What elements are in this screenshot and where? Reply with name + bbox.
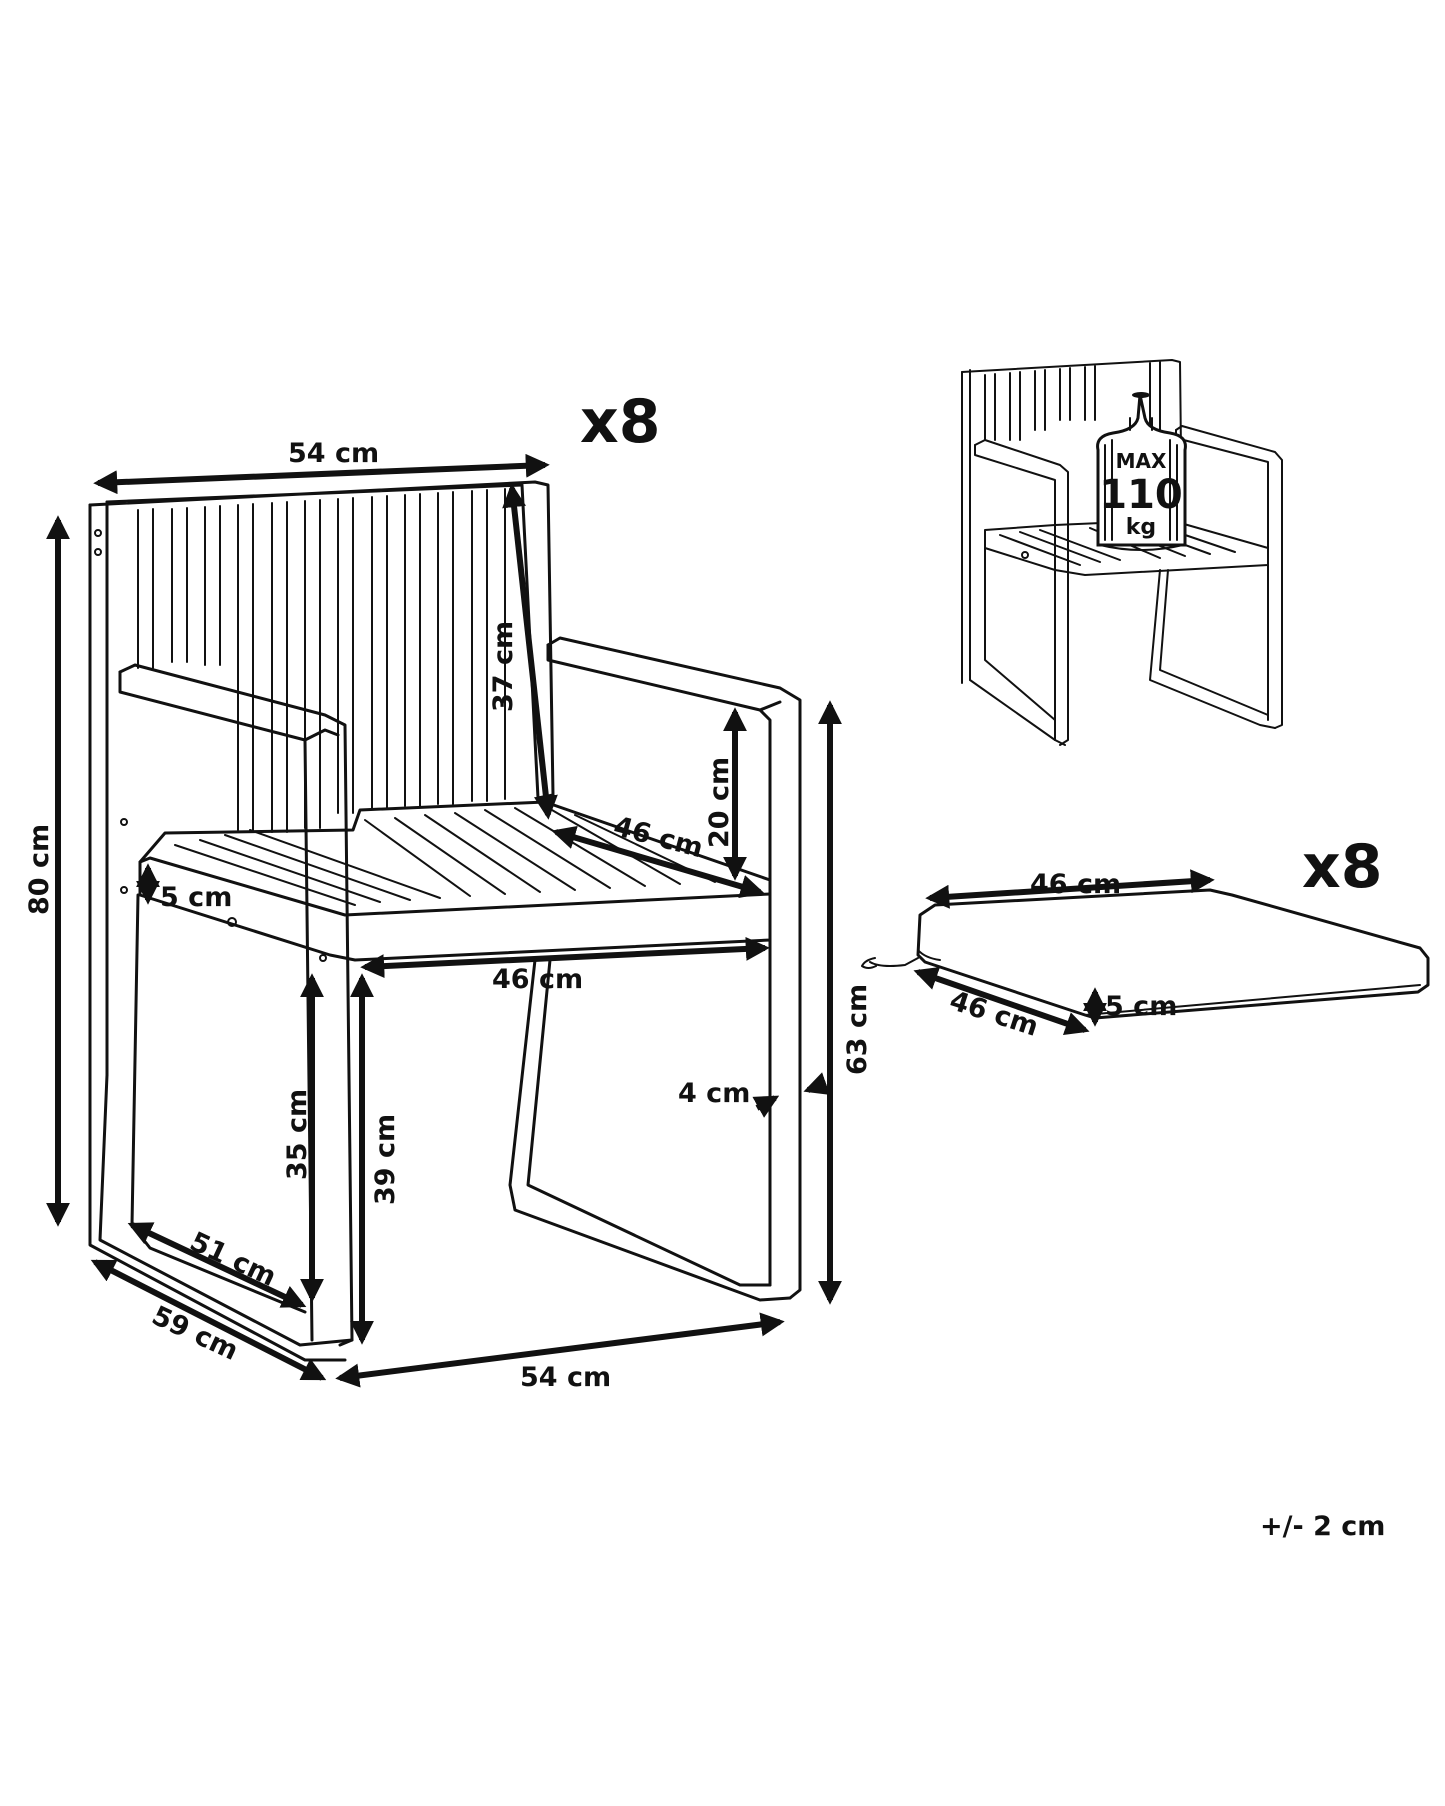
- label-seat-thickness: 5 cm: [160, 882, 232, 913]
- cushion-quantity: x8: [1302, 832, 1382, 902]
- label-armrest-height: 20 cm: [704, 757, 735, 848]
- label-leg-clearance: 35 cm: [282, 1089, 313, 1180]
- label-back-width: 54 cm: [288, 438, 379, 469]
- cushion-dimension-lines: [913, 869, 1215, 1036]
- weight-hatching: [1104, 417, 1178, 541]
- label-seat-width: 46 cm: [492, 964, 583, 995]
- weight-unit: kg: [1126, 515, 1156, 540]
- cushion-width-label: 46 cm: [1030, 869, 1121, 900]
- weight-icon: MAX 110 kg: [1096, 392, 1187, 551]
- cushion-depth-label: 46 cm: [946, 985, 1042, 1043]
- label-arm-thickness: 4 cm: [678, 1078, 750, 1109]
- label-base-width: 54 cm: [520, 1362, 611, 1393]
- dimension-lines: [46, 453, 842, 1388]
- backrest: [88, 480, 555, 1082]
- chair-quantity: x8: [580, 387, 660, 457]
- weight-value: 110: [1099, 472, 1183, 518]
- small-chair-drawing: [961, 359, 1283, 746]
- backrest-slats: [137, 488, 506, 833]
- right-armrest: [546, 636, 802, 1300]
- label-seat-depth: 46 cm: [610, 811, 706, 865]
- label-seat-height: 39 cm: [370, 1114, 401, 1205]
- weight-max-label: MAX: [1116, 449, 1167, 473]
- cushion-thickness-label: 5 cm: [1105, 991, 1177, 1022]
- label-backrest-height: 37 cm: [488, 621, 519, 712]
- tolerance-note: +/- 2 cm: [1260, 1511, 1385, 1542]
- label-total-height: 80 cm: [24, 824, 55, 915]
- label-height-to-armrest: 63 cm: [842, 984, 873, 1075]
